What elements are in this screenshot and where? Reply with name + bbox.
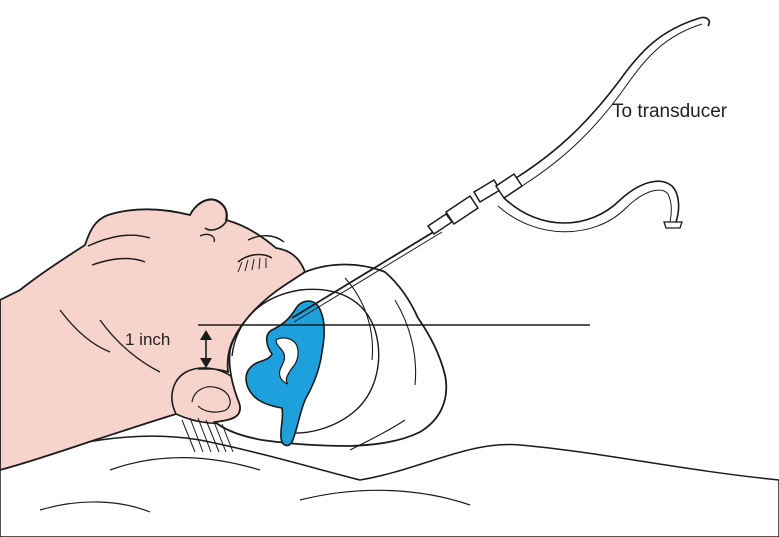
label-to-transducer: To transducer: [612, 101, 727, 123]
stopcock-body: [446, 196, 478, 224]
stopcock-valve: [474, 180, 500, 202]
drain-tubing: [504, 181, 679, 223]
drain-tubing-inner: [498, 190, 671, 232]
pillow-sheet: [0, 436, 779, 537]
needle-hub: [428, 214, 452, 234]
label-one-inch: 1 inch: [125, 330, 170, 350]
drain-tubing-end: [664, 222, 682, 228]
transducer-tubing: [516, 17, 709, 178]
